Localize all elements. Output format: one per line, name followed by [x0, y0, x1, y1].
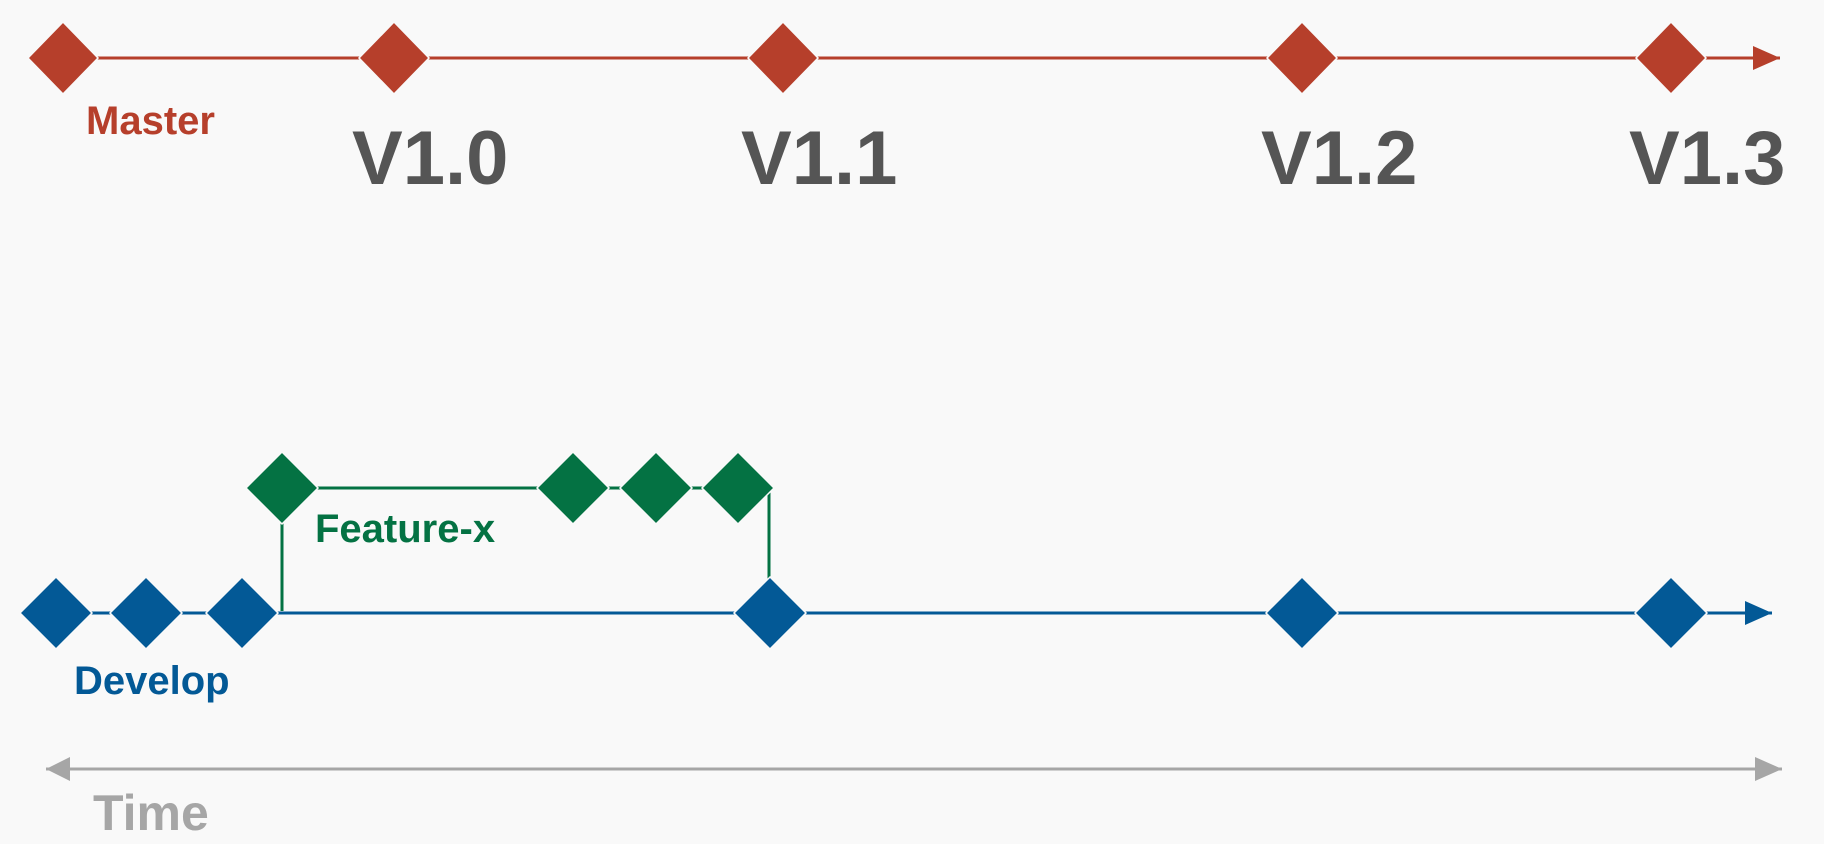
develop-commit [1633, 575, 1709, 651]
develop-branch: Develop [18, 575, 1772, 703]
feature-commit [535, 450, 611, 526]
version-label-v1-1: V1.1 [741, 116, 897, 201]
feature-branch: Feature-x [244, 450, 776, 612]
develop-label: Develop [74, 659, 230, 703]
master-commit [26, 20, 100, 96]
version-label-v1-3: V1.3 [1629, 116, 1785, 201]
feature-commit [700, 450, 776, 526]
master-commit [746, 20, 820, 96]
master-commits [26, 20, 1708, 96]
time-axis: Time [46, 757, 1782, 841]
develop-commit [108, 575, 184, 651]
feature-commit [244, 450, 320, 526]
feature-label: Feature-x [315, 507, 495, 551]
develop-commit [732, 575, 808, 651]
version-label-v1-0: V1.0 [352, 116, 508, 201]
master-commit [1634, 20, 1708, 96]
feature-commits [244, 450, 776, 526]
develop-commits [18, 575, 1709, 651]
feature-commit [618, 450, 694, 526]
master-commit [1265, 20, 1339, 96]
master-branch: Master V1.0 V1.1 V1.2 V1.3 [26, 20, 1785, 201]
time-label: Time [93, 785, 209, 841]
version-label-v1-2: V1.2 [1261, 116, 1417, 201]
develop-commit [18, 575, 94, 651]
master-label: Master [86, 99, 215, 143]
develop-commit [204, 575, 280, 651]
develop-commit [1264, 575, 1340, 651]
version-labels: V1.0 V1.1 V1.2 V1.3 [352, 116, 1785, 201]
master-commit [357, 20, 431, 96]
